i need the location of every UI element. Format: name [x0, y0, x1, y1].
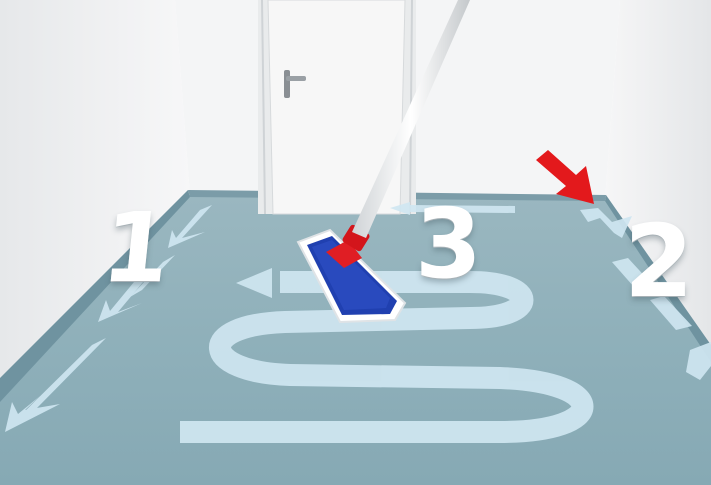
door: [258, 0, 416, 214]
step-number-2: 2: [624, 212, 692, 312]
step-number-1: 1: [98, 200, 173, 296]
step-number-3: 3: [415, 196, 480, 292]
